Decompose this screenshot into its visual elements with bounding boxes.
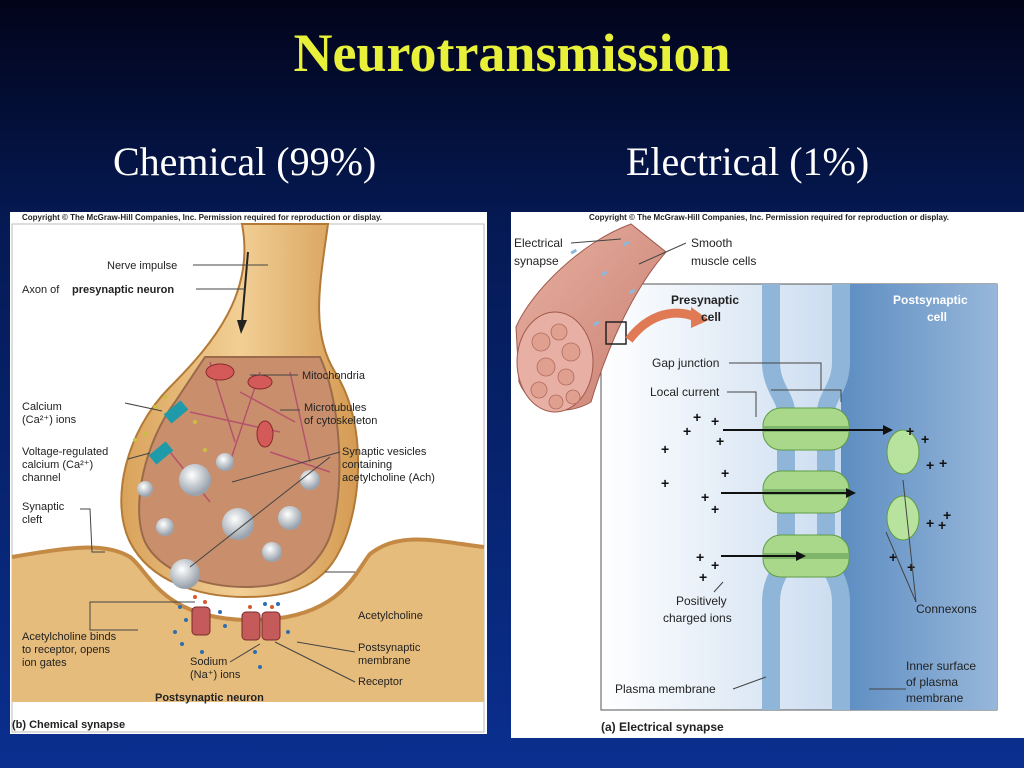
label-positive-ions-2: charged ions — [663, 611, 732, 625]
label-postsynaptic-cell: Postsynaptic — [893, 293, 968, 307]
svg-text:+: + — [889, 549, 897, 565]
label-connexons: Connexons — [916, 602, 977, 616]
label-inner-surface-2: of plasma — [906, 675, 958, 689]
synaptic-vesicles — [137, 453, 320, 589]
svg-text:+: + — [907, 559, 915, 575]
svg-text:+: + — [699, 569, 707, 585]
label-inner-surface-3: membrane — [906, 691, 964, 705]
label-cleft: Synaptic — [22, 501, 65, 513]
label-cleft-2: cleft — [22, 514, 42, 526]
svg-text:+: + — [701, 489, 709, 505]
electrical-heading: Electrical (1%) — [626, 139, 870, 184]
svg-text:+: + — [926, 515, 934, 531]
chemical-synapse-diagram: Copyright © The McGraw-Hill Companies, I… — [11, 213, 485, 733]
label-nerve-impulse: Nerve impulse — [107, 260, 177, 272]
chemical-synapse-panel: Copyright © The McGraw-Hill Companies, I… — [10, 212, 487, 734]
label-vesicles-2: containing — [342, 459, 392, 471]
label-channel-2: calcium (Ca²⁺) — [22, 459, 93, 471]
calcium-channel — [163, 400, 189, 424]
label-electrical-synapse: Electrical — [514, 236, 563, 250]
svg-text:+: + — [661, 475, 669, 491]
svg-text:+: + — [693, 409, 701, 425]
label-postsynaptic-cell-2: cell — [927, 310, 947, 324]
smooth-muscle-cells — [515, 223, 667, 413]
label-mitochondria: Mitochondria — [302, 370, 366, 382]
label-presynaptic-cell: Presynaptic — [671, 293, 739, 307]
svg-text:+: + — [938, 517, 946, 533]
label-sodium: Sodium — [190, 656, 227, 668]
label-positive-ions: Positively — [676, 594, 727, 608]
label-vesicles-3: acetylcholine (Ach) — [342, 472, 435, 484]
label-calcium: Calcium — [22, 401, 62, 413]
label-vesicles: Synaptic vesicles — [342, 446, 427, 458]
svg-text:+: + — [926, 457, 934, 473]
label-local-current: Local current — [650, 385, 720, 399]
label-calcium-2: (Ca²⁺) ions — [22, 414, 77, 426]
label-sodium-2: (Na⁺) ions — [190, 669, 241, 681]
svg-text:+: + — [721, 465, 729, 481]
label-channel-3: channel — [22, 472, 61, 484]
label-binds: Acetylcholine binds — [22, 631, 117, 643]
label-binds-3: ion gates — [22, 657, 67, 669]
svg-text:+: + — [683, 423, 691, 439]
label-receptor: Receptor — [358, 676, 403, 688]
svg-text:+: + — [661, 441, 669, 457]
svg-text:+: + — [696, 549, 704, 565]
electrical-caption: (a) Electrical synapse — [601, 720, 724, 734]
label-smooth-muscle-2: muscle cells — [691, 254, 756, 268]
chemical-heading: Chemical (99%) — [113, 139, 377, 184]
label-binds-2: to receptor, opens — [22, 644, 111, 656]
label-axon: Axon of — [22, 284, 60, 296]
svg-text:+: + — [711, 557, 719, 573]
label-microtubules-2: of cytoskeleton — [304, 415, 377, 427]
label-gap-junction: Gap junction — [652, 356, 719, 370]
label-postsynaptic-neuron: Postsynaptic neuron — [155, 692, 264, 704]
electrical-synapse-panel: Copyright © The McGraw-Hill Companies, I… — [511, 212, 1024, 738]
label-plasma-membrane: Plasma membrane — [615, 682, 716, 696]
label-postsynaptic-membrane-2: membrane — [358, 655, 411, 667]
postsynaptic-cell — [841, 284, 997, 710]
svg-text:+: + — [943, 507, 951, 523]
slide-title: Neurotransmission — [293, 23, 731, 83]
svg-text:+: + — [716, 433, 724, 449]
postsynaptic-receptors — [191, 606, 281, 641]
label-electrical-synapse-2: synapse — [514, 254, 559, 268]
svg-text:+: + — [711, 413, 719, 429]
label-axon-bold: presynaptic neuron — [72, 284, 174, 296]
label-channel: Voltage-regulated — [22, 446, 108, 458]
label-presynaptic-cell-2: cell — [701, 310, 721, 324]
electrical-synapse-diagram: Copyright © The McGraw-Hill Companies, I… — [514, 213, 998, 734]
svg-text:+: + — [939, 455, 947, 471]
label-acetylcholine: Acetylcholine — [358, 610, 423, 622]
label-smooth-muscle: Smooth — [691, 236, 732, 250]
svg-text:+: + — [921, 431, 929, 447]
label-postsynaptic-membrane: Postsynaptic — [358, 642, 421, 654]
positive-ions: +++ +++ +++ +++ ++++ +++ ++ — [661, 409, 951, 585]
chemical-copyright: Copyright © The McGraw-Hill Companies, I… — [22, 213, 382, 222]
svg-text:+: + — [711, 501, 719, 517]
electrical-copyright: Copyright © The McGraw-Hill Companies, I… — [589, 213, 949, 222]
chemical-caption: (b) Chemical synapse — [12, 719, 125, 731]
svg-text:+: + — [906, 423, 914, 439]
label-inner-surface: Inner surface — [906, 659, 976, 673]
label-microtubules: Microtubules — [304, 402, 367, 414]
